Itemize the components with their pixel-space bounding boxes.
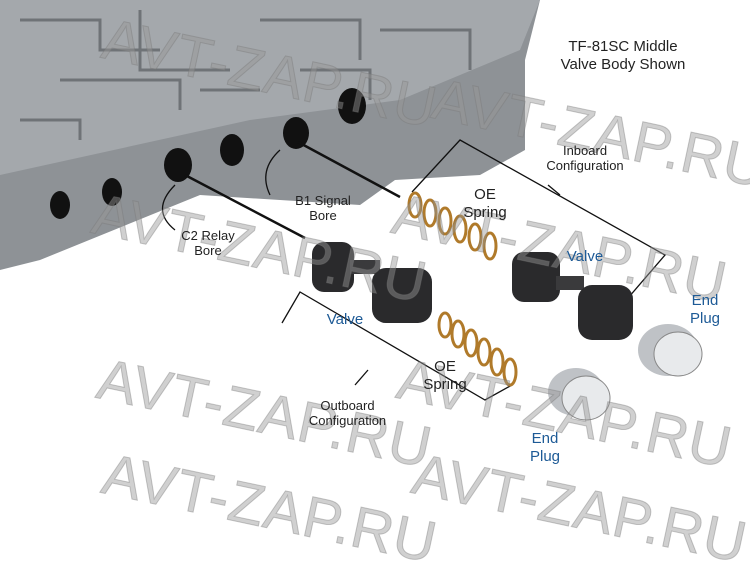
title: TF-81SC Middle Valve Body Shown [548, 38, 698, 74]
end-plug-bottom-label: End Plug [515, 430, 575, 466]
valve-right-label: Valve [566, 248, 604, 265]
bore [50, 191, 70, 219]
end-line1: End [691, 292, 719, 309]
outboard-line1: Outboard [320, 398, 375, 413]
valve-left [312, 242, 432, 323]
end-line1: End [531, 430, 559, 447]
inboard-line2: Configuration [546, 158, 624, 173]
b1-signal-bore [283, 117, 309, 149]
bore [338, 88, 366, 124]
bore [220, 134, 244, 166]
valve-body-top [0, 0, 540, 175]
spring-top [407, 191, 498, 261]
spring-bottom [437, 311, 518, 387]
b1-line1: B1 Signal [295, 193, 351, 208]
inboard-label: Inboard Configuration [520, 143, 650, 173]
c2-line2: Bore [194, 243, 222, 258]
oe-line1: OE [474, 186, 496, 203]
b1-line2: Bore [309, 208, 337, 223]
oe-spring-bottom-label: OE Spring [405, 358, 485, 394]
title-line1: TF-81SC Middle [568, 38, 678, 55]
oe-spring-top-label: OE Spring [445, 186, 525, 222]
c2-bore-label: C2 Relay Bore [163, 228, 253, 258]
valve-right [512, 252, 633, 340]
spring-line2: Spring [463, 204, 507, 221]
outboard-line2: Configuration [308, 413, 387, 428]
c2-arrow [184, 173, 306, 240]
outboard-label: Outboard Configuration [290, 398, 405, 428]
end-plug-right [638, 324, 703, 377]
end-plug-right-label: End Plug [675, 292, 735, 328]
c2-line1: C2 Relay [181, 228, 235, 243]
c2-relay-bore [164, 148, 192, 182]
b1-arrow [297, 140, 401, 199]
plug-line2: Plug [689, 310, 721, 327]
inboard-bracket [411, 139, 667, 299]
valve-left-label: Valve [326, 311, 364, 328]
b1-bore-label: B1 Signal Bore [278, 193, 368, 223]
oe-line1: OE [434, 358, 456, 375]
title-line2: Valve Body Shown [560, 56, 686, 73]
spring-line2: Spring [423, 376, 467, 393]
bore [102, 178, 122, 206]
outboard-bracket [281, 291, 513, 401]
plug-line2: Plug [529, 448, 561, 465]
inboard-line1: Inboard [562, 143, 608, 158]
end-plug-bottom [548, 368, 611, 421]
